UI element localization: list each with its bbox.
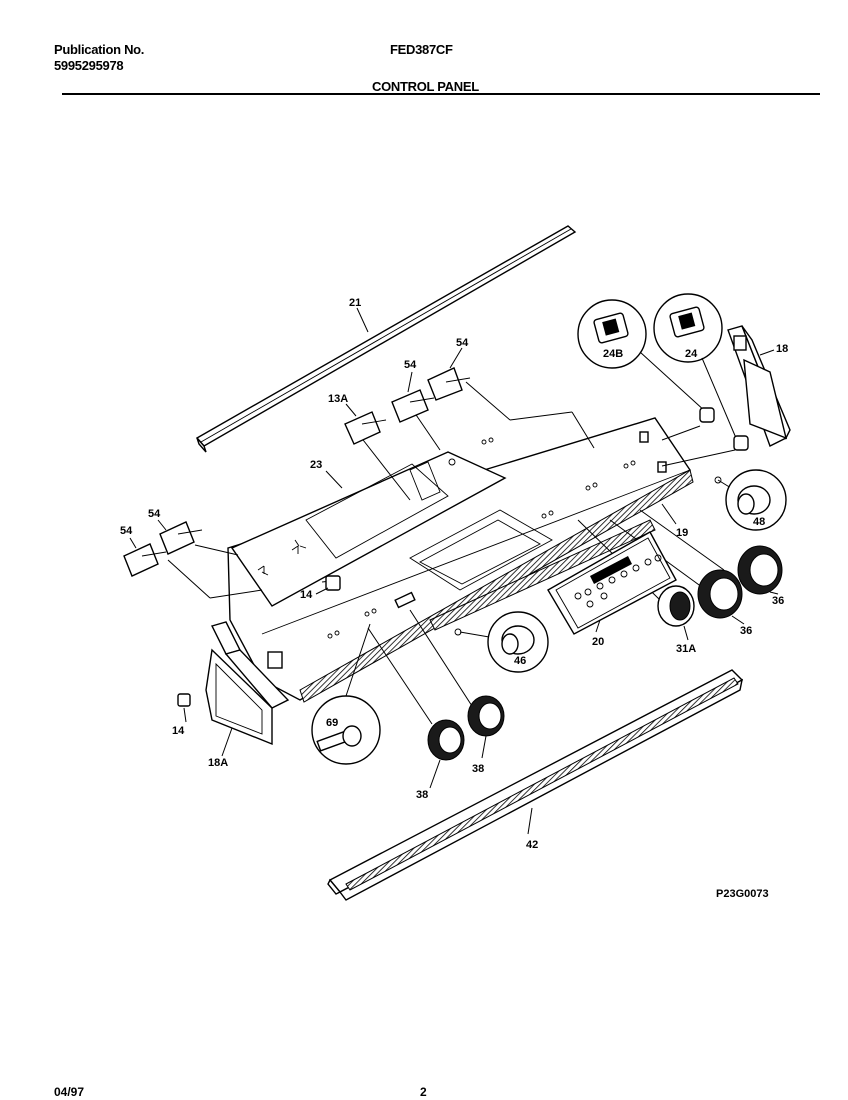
drawing-code: P23G0073 [716, 888, 769, 900]
callout-38a: 38 [416, 789, 428, 801]
relay-54-lower-left [123, 543, 167, 577]
leader-14b [183, 707, 187, 723]
leader-13a [345, 403, 357, 417]
lower-trim-part [327, 669, 744, 901]
callout-13a: 13A [328, 393, 348, 405]
leader-23 [325, 470, 343, 489]
callout-31a: 31A [676, 643, 696, 655]
relay-54-upper-left [391, 389, 435, 423]
leader-38a [429, 759, 441, 789]
callout-14b: 14 [172, 725, 185, 737]
callout-20: 20 [592, 636, 604, 648]
leader-36b [731, 615, 745, 625]
switch-24-callout [653, 293, 737, 439]
knob-48-callout [725, 469, 787, 531]
clip-14-upper [325, 575, 341, 591]
callout-36a: 36 [772, 595, 784, 607]
callout-54a: 54 [404, 359, 417, 371]
header-rule [62, 93, 820, 95]
footer-date: 04/97 [54, 1085, 85, 1099]
callout-24: 24 [685, 348, 698, 360]
callout-42: 42 [526, 839, 538, 851]
leader-38b [481, 735, 487, 759]
publication-label: Publication No. [54, 42, 145, 57]
leader-21 [356, 307, 369, 333]
callout-69: 69 [326, 717, 338, 729]
leader-42 [527, 807, 533, 835]
knob-38-right [467, 695, 505, 737]
callout-54c: 54 [120, 525, 133, 537]
callout-48: 48 [753, 516, 765, 528]
callout-18: 18 [776, 343, 788, 355]
callout-23: 23 [310, 459, 322, 471]
knob-36-right [737, 545, 783, 595]
switch-24b-callout [577, 299, 707, 413]
leader-31a [683, 625, 689, 641]
section-title: CONTROL PANEL [372, 79, 479, 94]
leader-19 [661, 503, 677, 525]
callout-46: 46 [514, 655, 526, 667]
leader-54d [157, 519, 167, 531]
callout-24b: 24B [603, 348, 623, 360]
trim-strip-part [195, 225, 577, 453]
leader-14a [315, 587, 329, 595]
callout-18a: 18A [208, 757, 228, 769]
callout-54b: 54 [456, 337, 469, 349]
leader-54b [449, 347, 463, 369]
screw-69-callout [311, 623, 381, 765]
leader-20 [595, 619, 601, 633]
switch-24-part [733, 435, 749, 451]
callout-19: 19 [676, 527, 688, 539]
callout-21: 21 [349, 297, 361, 309]
callout-54d: 54 [148, 508, 161, 520]
knob-38-left [427, 719, 465, 761]
leader-18a [221, 727, 233, 757]
knob-46-callout [487, 611, 549, 673]
right-end-bracket [727, 325, 791, 447]
relay-54-lower-right [159, 521, 203, 555]
relay-54-upper-right [427, 367, 471, 401]
model-number: FED387CF [390, 42, 453, 57]
leader-54a [407, 371, 413, 393]
leader-18 [759, 349, 775, 356]
knob-36-left [697, 569, 743, 619]
relay-13a [344, 411, 387, 445]
knob-31a [657, 585, 695, 627]
switch-24b-part [699, 407, 715, 423]
clip-14-lower [177, 693, 191, 707]
callout-38b: 38 [472, 763, 484, 775]
callout-36b: 36 [740, 625, 752, 637]
publication-number: 5995295978 [54, 58, 124, 73]
leader-36a [769, 591, 779, 595]
electronic-control-board [547, 531, 677, 635]
left-end-bracket [205, 621, 290, 746]
leader-54c [129, 537, 137, 549]
page-number: 2 [420, 1085, 427, 1099]
callout-14a: 14 [300, 589, 313, 601]
control-panel-body [227, 417, 722, 703]
